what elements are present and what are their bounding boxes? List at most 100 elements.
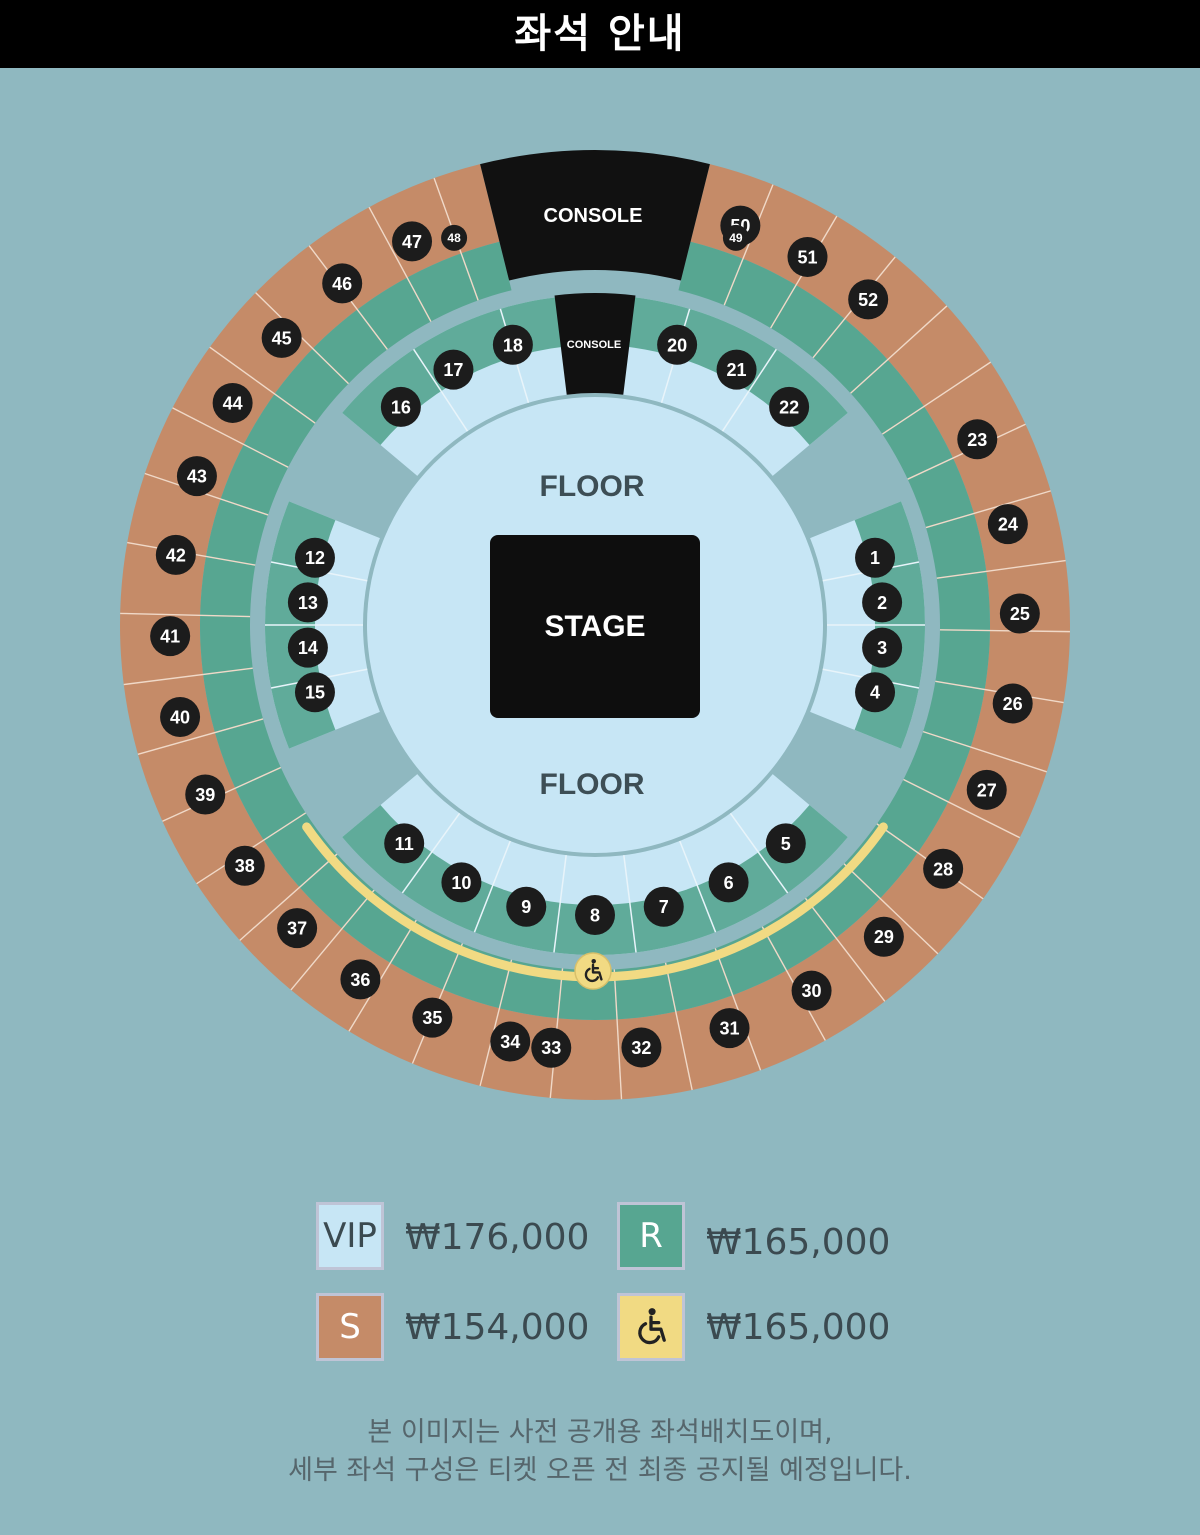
section-badge-circle: [412, 997, 453, 1038]
section-badge-30[interactable]: 30: [791, 970, 832, 1011]
section-badge-1[interactable]: 1: [855, 537, 896, 578]
ring-divider: [804, 897, 886, 1002]
legend-vip-label: VIP: [323, 1216, 377, 1256]
block-divider: [473, 840, 511, 933]
section-badge-37[interactable]: 37: [277, 908, 318, 949]
block-bottom-r[interactable]: [342, 804, 848, 955]
ring-divider: [290, 889, 375, 991]
section-badge-38[interactable]: 38: [224, 845, 265, 886]
section-number: 51: [797, 247, 817, 267]
section-badge-circle: [787, 236, 828, 277]
section-number: 2: [877, 593, 887, 613]
section-badge-2[interactable]: 2: [862, 582, 903, 623]
section-badge-circle: [957, 419, 998, 460]
section-number: 5: [781, 834, 791, 854]
section-badge-13[interactable]: 13: [287, 582, 328, 623]
wheelchair-badge[interactable]: [574, 952, 612, 990]
section-number: 24: [998, 515, 1018, 535]
section-badge-7[interactable]: 7: [643, 886, 684, 927]
section-badge-9[interactable]: 9: [506, 886, 547, 927]
section-badge-27[interactable]: 27: [966, 769, 1007, 810]
section-badge-circle: [150, 616, 191, 657]
section-badge-47[interactable]: 47: [392, 221, 433, 262]
block-divider: [401, 812, 461, 894]
section-number: 26: [1003, 694, 1023, 714]
section-badge-28[interactable]: 28: [923, 848, 964, 889]
block-divider: [679, 840, 717, 933]
section-badge-39[interactable]: 39: [185, 774, 226, 815]
block-divider: [721, 348, 777, 432]
section-badge-circle: [716, 349, 757, 390]
ring-divider: [881, 361, 992, 435]
section-number: 44: [223, 393, 243, 413]
section-number: 9: [521, 897, 531, 917]
section-badge-24[interactable]: 24: [987, 504, 1028, 545]
legend-r-swatch: R: [617, 1202, 685, 1270]
section-badge-17[interactable]: 17: [433, 349, 474, 390]
section-badge-6[interactable]: 6: [708, 862, 749, 903]
section-badge-circle: [176, 456, 217, 497]
section-badge-circle: [441, 862, 482, 903]
ring-divider: [123, 667, 253, 686]
section-badge-11[interactable]: 11: [384, 823, 425, 864]
section-badge-14[interactable]: 14: [287, 627, 328, 668]
section-badge-5[interactable]: 5: [765, 823, 806, 864]
section-badge-33[interactable]: 33: [531, 1027, 572, 1068]
section-number: 45: [272, 328, 292, 348]
section-badge-3[interactable]: 3: [862, 627, 903, 668]
section-badge-circle: [155, 534, 196, 575]
section-badge-40[interactable]: 40: [160, 696, 201, 737]
section-badge-51[interactable]: 51: [787, 236, 828, 277]
section-badge-32[interactable]: 32: [621, 1027, 662, 1068]
section-badge-31[interactable]: 31: [709, 1008, 750, 1049]
section-badge-23[interactable]: 23: [957, 419, 998, 460]
section-badge-circle: [340, 959, 381, 1000]
section-badge-52[interactable]: 52: [848, 279, 889, 320]
section-number: 38: [235, 856, 255, 876]
section-badge-26[interactable]: 26: [992, 683, 1033, 724]
section-badge-44[interactable]: 44: [212, 382, 253, 423]
section-number: 12: [305, 548, 325, 568]
section-number: 10: [451, 873, 471, 893]
ring-divider: [714, 948, 762, 1071]
section-badge-18[interactable]: 18: [492, 324, 533, 365]
console-outer-label: CONSOLE: [544, 205, 643, 227]
section-number: 8: [590, 905, 600, 925]
section-badge-circle: [765, 823, 806, 864]
section-badge-42[interactable]: 42: [155, 534, 196, 575]
section-number: 14: [298, 638, 318, 658]
section-badge-49[interactable]: 49: [722, 224, 749, 251]
section-badge-circle: [384, 823, 425, 864]
section-badge-circle: [294, 672, 335, 713]
section-number: 29: [874, 927, 894, 947]
section-badge-45[interactable]: 45: [261, 317, 302, 358]
section-badge-43[interactable]: 43: [176, 456, 217, 497]
section-badge-8[interactable]: 8: [575, 895, 615, 935]
section-number: 27: [977, 780, 997, 800]
ring-divider: [925, 490, 1051, 529]
section-number: 52: [858, 290, 878, 310]
section-badge-22[interactable]: 22: [769, 386, 810, 427]
section-badge-12[interactable]: 12: [294, 537, 335, 578]
section-badge-35[interactable]: 35: [412, 997, 453, 1038]
section-badge-4[interactable]: 4: [855, 672, 896, 713]
section-badge-21[interactable]: 21: [716, 349, 757, 390]
section-badge-25[interactable]: 25: [999, 593, 1040, 634]
section-badge-10[interactable]: 10: [441, 862, 482, 903]
block-divider: [553, 855, 567, 953]
section-number: 43: [187, 467, 207, 487]
ring-divider: [850, 305, 948, 394]
section-badge-46[interactable]: 46: [322, 263, 363, 304]
section-badge-15[interactable]: 15: [294, 672, 335, 713]
section-badge-16[interactable]: 16: [380, 386, 421, 427]
block-top-r[interactable]: [342, 295, 848, 446]
section-badge-29[interactable]: 29: [863, 916, 904, 957]
section-badge-34[interactable]: 34: [490, 1021, 531, 1062]
section-badge-36[interactable]: 36: [340, 959, 381, 1000]
section-badge-41[interactable]: 41: [150, 616, 191, 657]
section-badge-circle: [492, 324, 533, 365]
section-badge-20[interactable]: 20: [657, 324, 698, 365]
ring-divider: [922, 730, 1047, 773]
section-badge-48[interactable]: 48: [441, 224, 468, 251]
ring-divider: [120, 612, 251, 618]
